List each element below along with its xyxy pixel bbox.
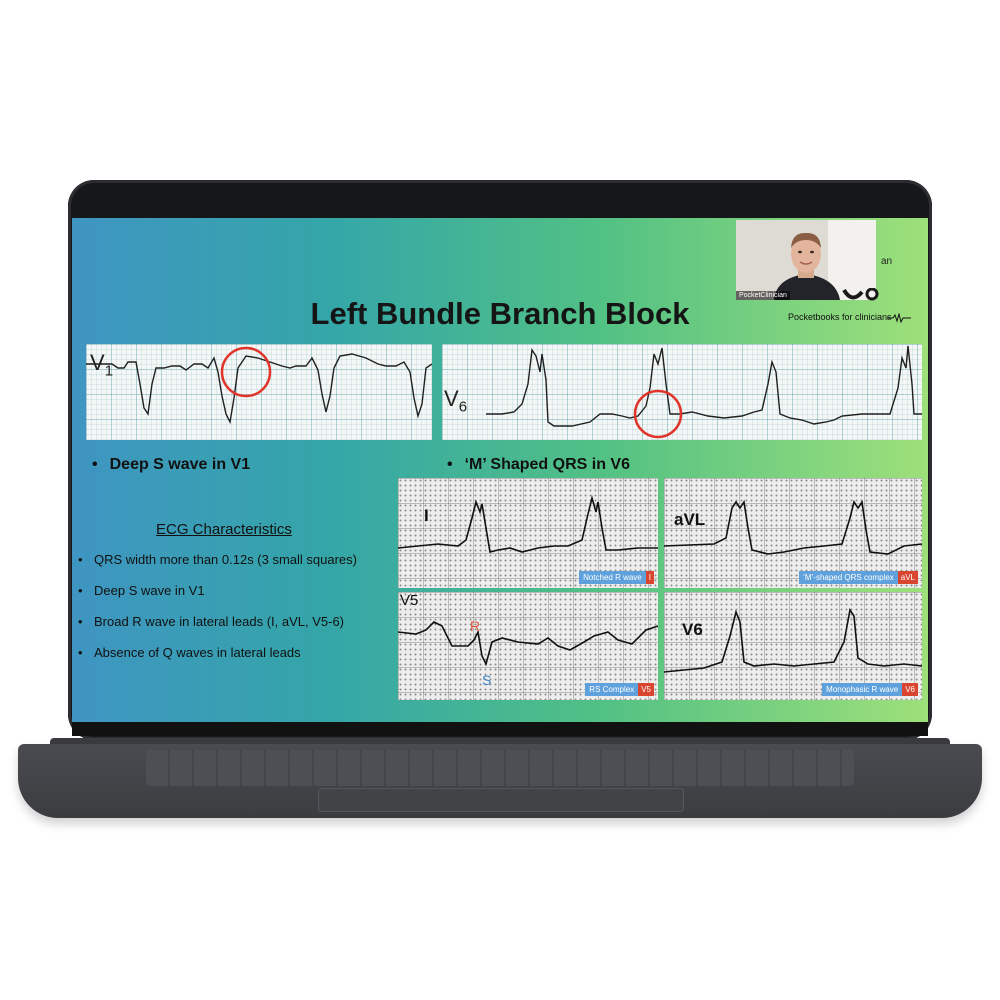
marker-r: R — [470, 618, 481, 634]
ecg-strip-v1: V1 — [86, 344, 432, 440]
laptop-hinge — [50, 738, 950, 748]
list-item: Deep S wave in V1 — [78, 583, 357, 614]
ecg-trace-v6 — [486, 345, 922, 439]
keyboard — [146, 750, 854, 786]
caption-rs-complex: RS Complex V5 — [585, 683, 654, 696]
ecg-strip-v6: V6 — [442, 344, 922, 440]
logo-text-fragment: an — [881, 256, 893, 267]
caption-monophasic-r-wave: Monophasic R wave V6 — [822, 683, 918, 696]
logo-circle-icon — [842, 288, 879, 301]
list-item: Broad R wave in lateral leads (I, aVL, V… — [78, 614, 357, 645]
lead-label-v6: V6 — [444, 386, 468, 416]
highlight-circle-v1 — [220, 346, 272, 398]
characteristics-list: QRS width more than 0.12s (3 small squar… — [78, 552, 357, 676]
webcam-overlay: PocketClinician — [736, 220, 876, 300]
heartbeat-icon — [887, 313, 911, 323]
ecg-panel-lead-avl: aVL ‘M’-shaped QRS complex aVL — [664, 478, 922, 588]
caption-notched-r-wave: Notched R wave I — [579, 571, 654, 584]
trackpad — [318, 788, 684, 812]
highlight-circle-v6 — [633, 389, 683, 439]
ecg-panel-lead-i: I Notched R wave I — [398, 478, 658, 588]
laptop-base — [18, 744, 982, 818]
bullet-m-shaped-qrs: ‘M’ Shaped QRS in V6 — [447, 456, 630, 474]
webcam-name-label: PocketClinician — [736, 291, 790, 300]
ecg-characteristics-title: ECG Characteristics — [156, 521, 292, 538]
panel-lead-label-v6: V6 — [682, 620, 703, 639]
ecg-panel-lead-v6: V6 Monophasic R wave V6 — [664, 592, 922, 700]
presentation-screen: PocketClinician an Pocketbooks for clini… — [72, 218, 928, 722]
marker-s: S — [482, 672, 492, 688]
ecg-trace-lead-avl — [664, 499, 922, 555]
presenter-video — [736, 220, 876, 300]
panel-lead-label-avl: aVL — [674, 510, 706, 529]
list-item: Absence of Q waves in lateral leads — [78, 645, 357, 676]
ecg-trace-lead-i — [398, 494, 658, 553]
panel-lead-label-i: I — [424, 506, 429, 525]
brand-tagline: Pocketbooks for clinicians — [788, 312, 892, 322]
ecg-trace-lead-v5 — [398, 621, 658, 667]
ecg-trace-v1 — [86, 346, 432, 425]
ecg-panel-lead-v5: V5 R S RS Complex V5 — [398, 592, 658, 700]
ecg-trace-lead-v6-panel — [664, 607, 922, 673]
lead-label-v1: V1 — [90, 350, 114, 380]
slide-title: Left Bundle Branch Block — [310, 296, 690, 331]
caption-m-shaped-qrs: ‘M’-shaped QRS complex aVL — [799, 571, 918, 584]
panel-lead-label-v5: V5 — [400, 592, 419, 609]
bullet-deep-s-wave: Deep S wave in V1 — [92, 456, 251, 474]
screen-bezel-bottom — [72, 722, 928, 736]
list-item: QRS width more than 0.12s (3 small squar… — [78, 552, 357, 583]
